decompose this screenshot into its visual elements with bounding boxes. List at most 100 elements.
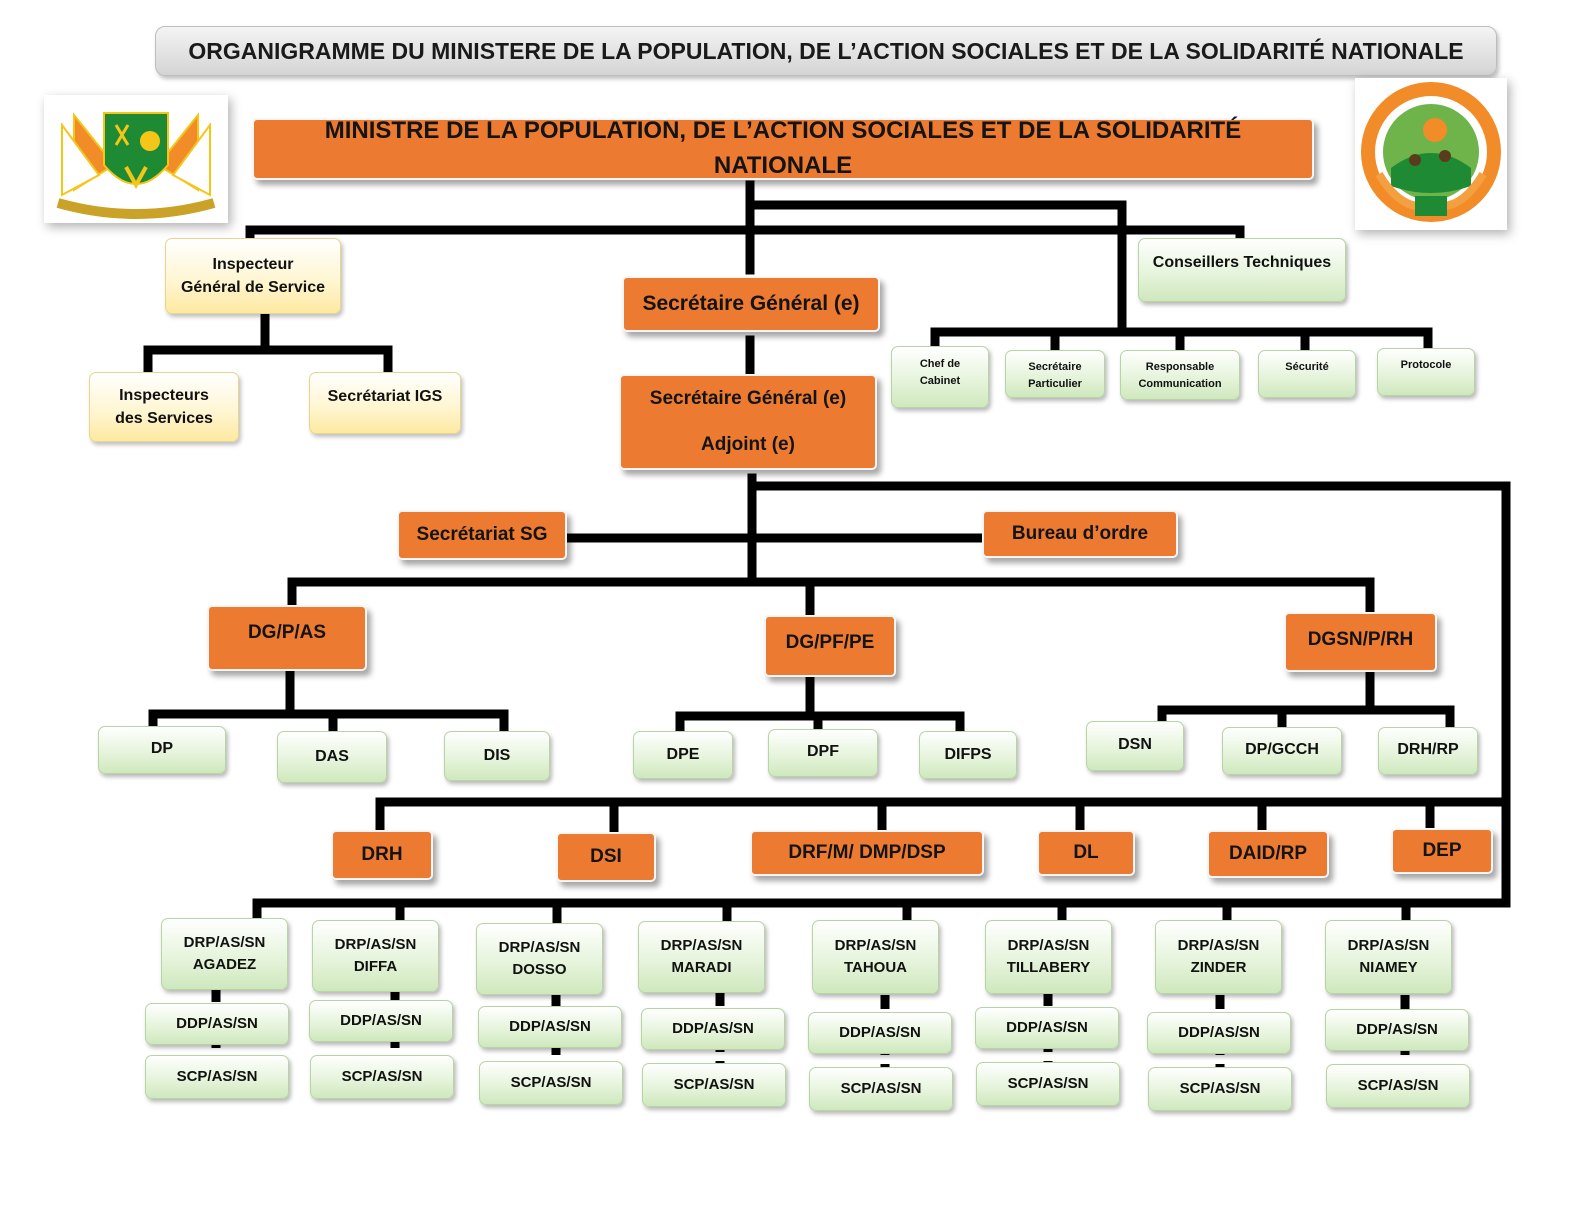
scp-dosso-box: SCP/AS/SN [479,1061,623,1105]
dl-box: DL [1037,830,1135,876]
inspecteur-general-line2: Général de Service [180,279,326,296]
ddp-tillabery-label: DDP/AS/SN [1006,1019,1088,1037]
drp-agadez-line1: DRP/AS/SN [183,934,266,952]
drh-rp-box: DRH/RP [1378,727,1478,775]
inspecteurs-services-box: Inspecteurs des Services [89,372,239,442]
ddp-niamey-box: DDP/AS/SN [1325,1009,1469,1051]
protocole-box: Protocole [1377,348,1475,396]
ddp-diffa-box: DDP/AS/SN [309,1000,453,1042]
drp-zinder-line1: DRP/AS/SN [1177,937,1260,955]
ddp-agadez-label: DDP/AS/SN [176,1015,258,1033]
drp-tillabery-box: DRP/AS/SN TILLABERY [985,920,1112,994]
scp-diffa-label: SCP/AS/SN [341,1068,423,1086]
drp-niamey-box: DRP/AS/SN NIAMEY [1325,920,1452,994]
secretariat-igs-box: Secrétariat IGS [309,372,461,434]
drh-rp-label: DRH/RP [1397,741,1459,758]
dg-p-as-label: DG/P/AS [247,622,327,643]
drp-dosso-name: DOSSO [512,961,567,978]
daid-rp-box: DAID/RP [1207,830,1329,878]
drp-tahoua-box: DRP/AS/SN TAHOUA [812,920,939,994]
ddp-agadez-box: DDP/AS/SN [145,1003,289,1045]
drp-dosso-box: DRP/AS/SN DOSSO [476,923,603,995]
responsable-communication-line2: Communication [1138,377,1222,390]
drp-niamey-line1: DRP/AS/SN [1347,937,1430,955]
scp-tillabery-box: SCP/AS/SN [976,1062,1120,1106]
scp-zinder-box: SCP/AS/SN [1148,1067,1292,1111]
scp-diffa-box: SCP/AS/SN [310,1055,454,1099]
dpf-label: DPF [807,743,839,760]
drp-diffa-box: DRP/AS/SN DIFFA [312,920,439,992]
secretaire-particulier-box: Secrétaire Particulier [1005,350,1105,398]
dsn-box: DSN [1086,721,1184,771]
daid-rp-label: DAID/RP [1228,843,1308,865]
difps-label: DIFPS [944,746,992,764]
dg-pf-pe-label: DG/PF/PE [785,632,875,653]
minister-box: MINISTRE DE LA POPULATION, DE L’ACTION S… [252,117,1314,180]
drf-dmp-dsp-label: DRF/M/ DMP/DSP [788,842,946,864]
responsable-communication-line1: Responsable [1145,361,1215,373]
ddp-dosso-box: DDP/AS/SN [478,1006,622,1048]
drp-zinder-box: DRP/AS/SN ZINDER [1155,920,1282,994]
difps-box: DIFPS [919,731,1017,779]
dg-pf-pe-box: DG/PF/PE [764,615,896,677]
ddp-zinder-box: DDP/AS/SN [1147,1012,1291,1054]
secretariat-sg-label: Secrétariat SG [416,524,548,546]
drh-label: DRH [361,844,403,866]
drf-dmp-dsp-box: DRF/M/ DMP/DSP [750,830,984,876]
dgsn-p-rh-label: DGSN/P/RH [1307,629,1414,650]
drp-maradi-name: MARADI [671,959,732,976]
drp-maradi-line1: DRP/AS/SN [660,937,743,955]
dp-label: DP [150,740,174,757]
responsable-communication-box: Responsable Communication [1120,350,1240,400]
dp-box: DP [98,726,226,774]
ddp-tahoua-box: DDP/AS/SN [808,1012,952,1054]
drh-box: DRH [331,830,433,880]
drp-dosso-line1: DRP/AS/SN [498,939,581,957]
das-box: DAS [277,731,387,783]
bureau-ordre-label: Bureau d’ordre [1011,523,1149,545]
dep-box: DEP [1391,828,1493,874]
ddp-maradi-label: DDP/AS/SN [672,1020,754,1038]
scp-niamey-box: SCP/AS/SN [1326,1064,1470,1108]
drp-agadez-name: AGADEZ [192,956,257,973]
scp-dosso-label: SCP/AS/SN [510,1074,592,1092]
inspecteurs-services-line1: Inspecteurs [119,386,209,404]
ministry-seal-logo [1355,78,1507,230]
bureau-ordre-box: Bureau d’ordre [982,510,1178,558]
ddp-niamey-label: DDP/AS/SN [1356,1021,1438,1039]
securite-box: Sécurité [1258,350,1356,398]
secretaire-particulier-line2: Particulier [1028,377,1082,390]
conseillers-techniques-box: Conseillers Techniques [1138,238,1346,302]
drp-tillabery-line1: DRP/AS/SN [1007,937,1090,955]
ddp-dosso-label: DDP/AS/SN [509,1018,591,1036]
drp-tillabery-name: TILLABERY [1006,959,1091,976]
dsi-label: DSI [590,846,622,868]
dsi-box: DSI [556,832,656,882]
secretaire-general-adjoint-line2: Adjoint (e) [701,434,795,455]
chef-cabinet-line2: Cabinet [919,374,961,387]
dpe-label: DPE [666,746,700,764]
das-label: DAS [315,748,349,766]
drp-maradi-box: DRP/AS/SN MARADI [638,921,765,993]
drp-zinder-name: ZINDER [1190,959,1247,976]
protocole-label: Protocole [1400,359,1452,371]
chef-cabinet-line1: Chef de [919,358,961,370]
minister-label: MINISTRE DE LA POPULATION, DE L’ACTION S… [324,117,1242,179]
ddp-zinder-label: DDP/AS/SN [1178,1024,1260,1042]
secretariat-igs-label: Secrétariat IGS [327,388,443,405]
secretariat-sg-box: Secrétariat SG [397,510,567,560]
ddp-tahoua-label: DDP/AS/SN [839,1024,921,1042]
drp-diffa-line1: DRP/AS/SN [334,936,417,954]
secretaire-general-adjoint-box: Secrétaire Général (e) Adjoint (e) [619,374,877,470]
inspecteurs-services-line2: des Services [115,410,213,427]
ddp-tillabery-box: DDP/AS/SN [975,1007,1119,1049]
ddp-maradi-box: DDP/AS/SN [641,1008,785,1050]
chef-cabinet-box: Chef de Cabinet [891,346,989,408]
dl-label: DL [1073,842,1099,864]
secretaire-general-box: Secrétaire Général (e) [622,276,880,332]
scp-maradi-box: SCP/AS/SN [642,1063,786,1107]
coat-of-arms-logo [44,95,228,223]
dgsn-p-rh-box: DGSN/P/RH [1284,612,1437,672]
secretaire-general-adjoint-line1: Secrétaire Général (e) [649,388,847,410]
